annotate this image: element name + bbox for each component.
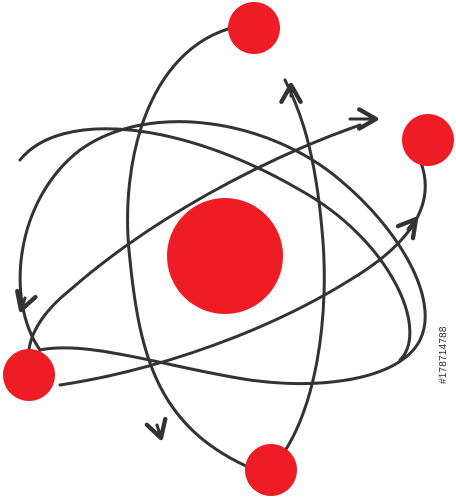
orbit-arrow-down (144, 416, 168, 441)
electron-right (402, 114, 454, 166)
electron-bottom (245, 444, 297, 496)
orbit-vertical (126, 23, 326, 472)
watermark-id: #178714788 (438, 326, 449, 384)
orbit-tilted-down (15, 120, 427, 386)
orbit-arrow-left (15, 288, 38, 313)
electron-top (228, 2, 280, 54)
electron-left (3, 349, 55, 401)
nucleus (167, 198, 283, 314)
orbit-arrow-upright (395, 216, 419, 241)
